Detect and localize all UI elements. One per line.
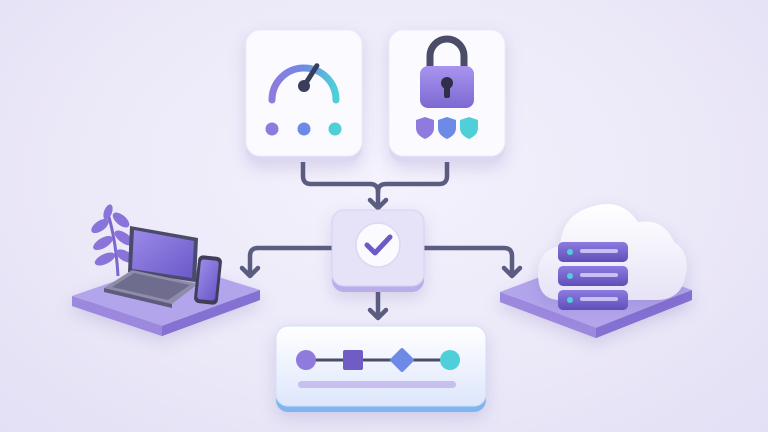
gauge-hub — [298, 80, 310, 92]
arrowhead-client — [239, 265, 261, 279]
arrowhead-server — [501, 265, 523, 279]
status-dot-teal — [328, 122, 342, 136]
security-card — [388, 29, 506, 162]
phone-icon — [194, 255, 222, 305]
server-icon — [558, 242, 628, 310]
padlock-icon — [420, 35, 474, 108]
verification-hub — [331, 209, 425, 292]
connector-gauge-to-hub — [300, 157, 381, 209]
checkmark-circle-icon — [355, 222, 401, 268]
laptop-icon — [104, 226, 198, 308]
connector-hub-to-client — [247, 245, 335, 277]
arrowhead-workflow — [367, 307, 389, 321]
progress-fill — [298, 381, 456, 388]
status-dot-blue — [297, 122, 311, 136]
client-device-platform — [72, 204, 260, 336]
workflow-panel — [275, 325, 487, 412]
shield-icon — [438, 117, 456, 139]
circle-node-icon — [296, 350, 316, 370]
performance-card — [245, 29, 363, 162]
circle-node-icon — [440, 350, 460, 370]
speedometer-gauge-icon — [268, 63, 340, 104]
connector-hub-to-server — [421, 245, 515, 277]
server-cloud-platform — [500, 204, 692, 338]
arrowhead-hub — [367, 197, 389, 211]
shield-icon — [416, 117, 434, 139]
connectors — [239, 157, 523, 321]
square-node-icon — [343, 350, 363, 370]
shield-icon — [460, 117, 478, 139]
diamond-node-icon — [390, 348, 414, 372]
connector-lock-to-hub — [375, 157, 450, 195]
status-dot-purple — [265, 122, 279, 136]
